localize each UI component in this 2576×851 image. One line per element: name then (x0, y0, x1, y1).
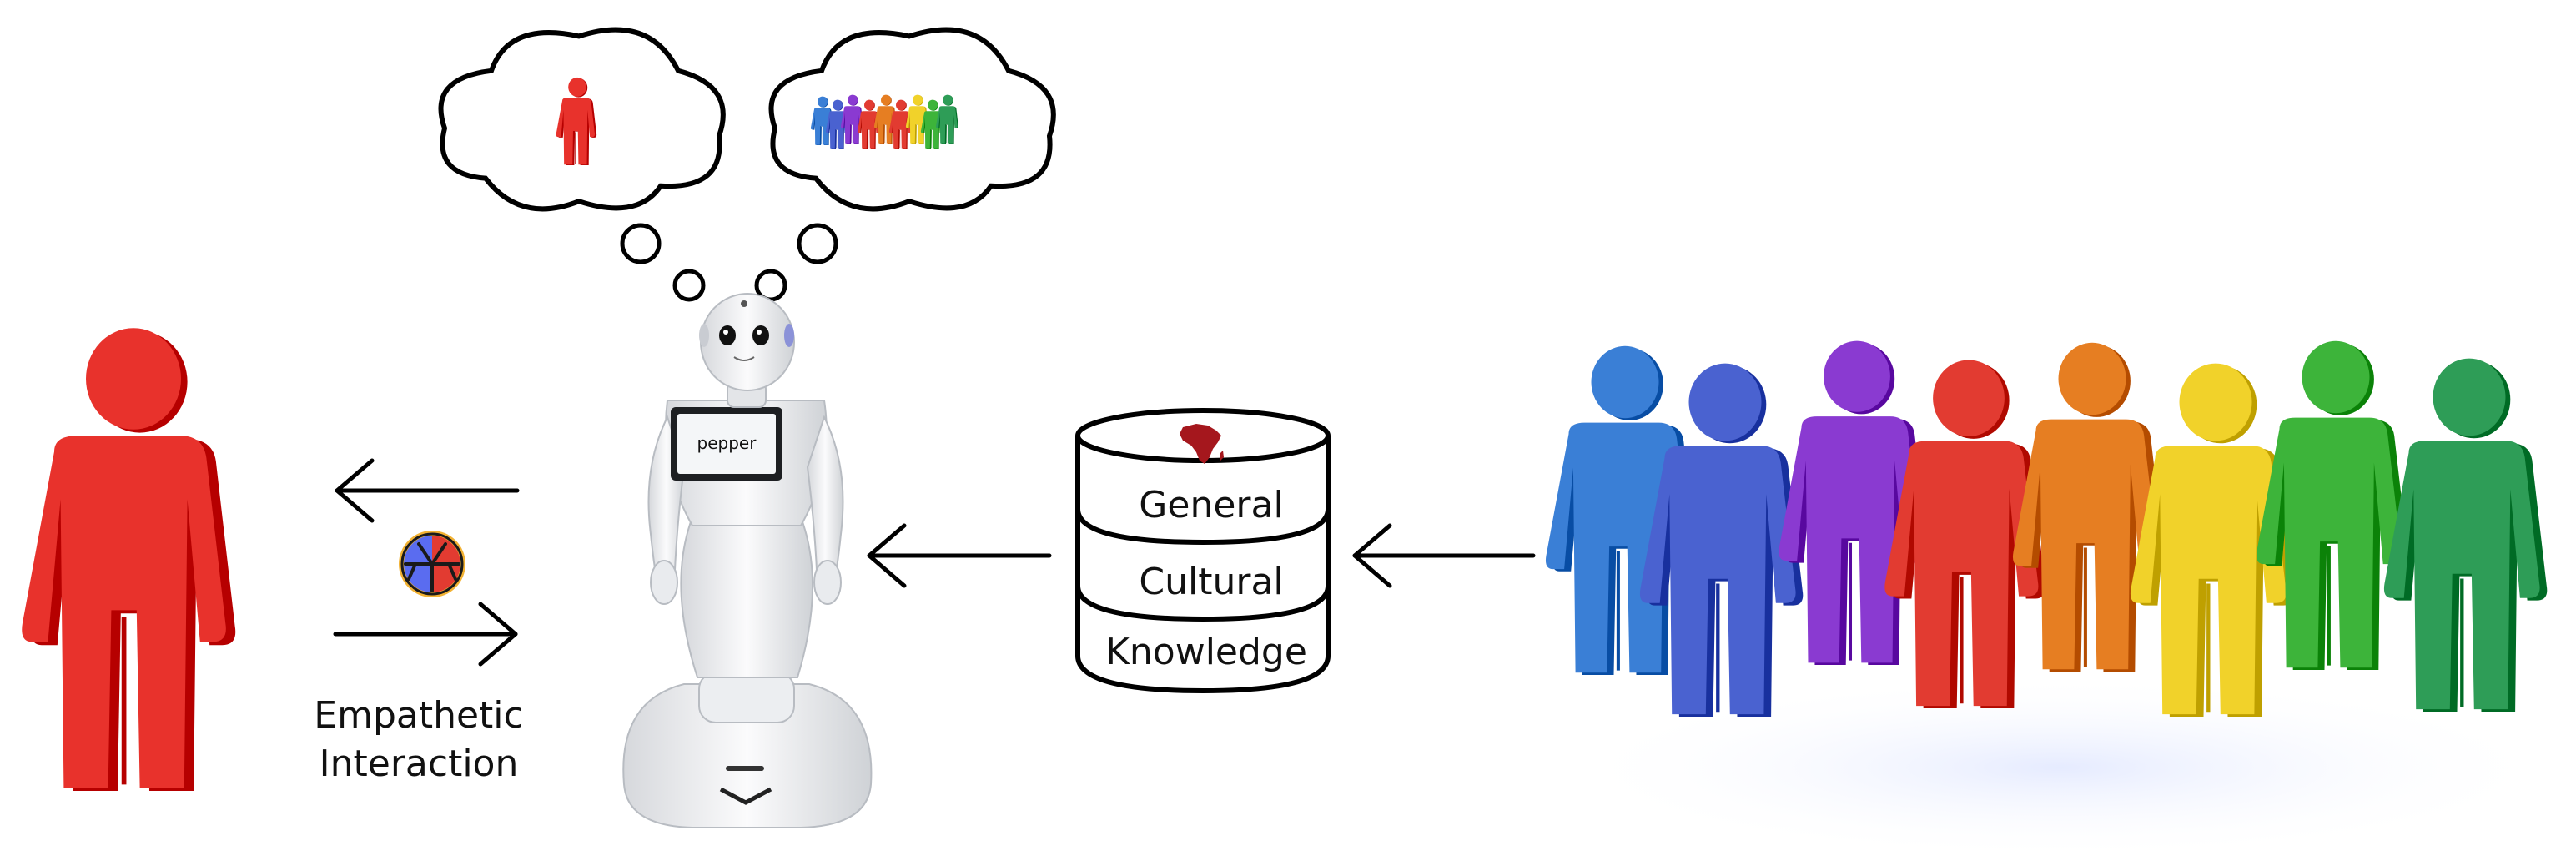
crowd-person-8 (2383, 358, 2548, 712)
crowd-person-1 (1545, 345, 1698, 675)
crowd-person-2 (1639, 363, 1804, 717)
crowd-floor-glow (1560, 676, 2561, 851)
robot-screen-label: pepper (697, 433, 757, 453)
thought-trail-dots (620, 223, 838, 302)
interaction-label-line2: Interaction (319, 743, 519, 785)
thought-group-figure-1 (810, 96, 833, 145)
arrow-crowd-to-db (1352, 523, 1536, 588)
thought-group-figure-9 (935, 94, 958, 144)
thought-bubble-individual-icon (438, 27, 726, 212)
crowd-person-5 (2012, 342, 2165, 672)
db-row-cultural: Cultural (1139, 561, 1283, 603)
thought-group-figure-6 (888, 99, 912, 149)
thought-group-figure-4 (857, 99, 880, 149)
thought-group-figure-5 (873, 94, 897, 144)
arrow-to-robot (333, 602, 518, 667)
crowd-person-6 (2130, 363, 2294, 717)
crowd-person-4 (1884, 360, 2045, 708)
left-person-figure (22, 328, 236, 791)
db-row-general: General (1139, 484, 1283, 526)
diverse-people-group-icon (1545, 340, 2548, 717)
red-person-icon (22, 328, 236, 791)
interaction-label-line1: Empathetic (314, 694, 523, 737)
arrow-to-person (335, 458, 520, 523)
thought-group-figure-3 (840, 94, 863, 144)
africa-map-icon (1180, 424, 1224, 464)
crowd-person-3 (1779, 340, 1929, 665)
db-row-knowledge: Knowledge (1105, 631, 1307, 673)
pepper-robot-icon: pepper (622, 293, 873, 828)
thought-individual-figure (556, 77, 597, 165)
empathy-symbol-icon (399, 531, 465, 597)
thought-group-figure-7 (905, 94, 928, 144)
arrow-db-to-robot (867, 523, 1052, 588)
crowd-person-7 (2256, 340, 2408, 670)
thought-bubble-group-icon (768, 27, 1056, 212)
